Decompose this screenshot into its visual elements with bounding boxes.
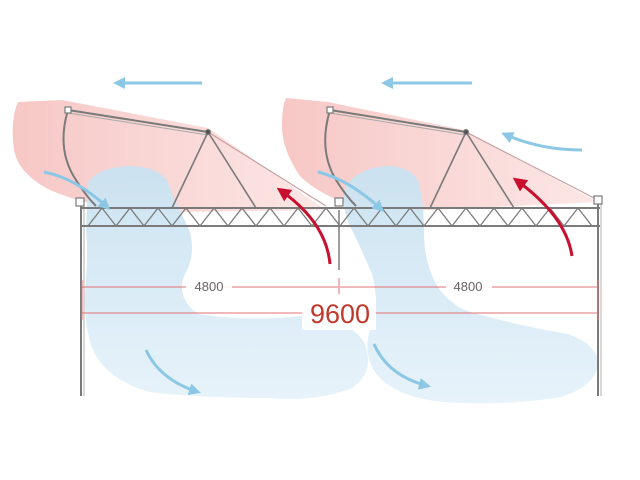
roof-strut-right-b bbox=[465, 131, 515, 209]
cool-air-zone-left bbox=[84, 166, 368, 399]
light-blue-arrow-icon bbox=[43, 170, 111, 211]
red-curved-arrow-icon bbox=[276, 187, 332, 265]
airflow-arrows-warm bbox=[276, 177, 574, 265]
dim-label-mask-right bbox=[446, 277, 492, 295]
roof-rafter-right-2 bbox=[329, 112, 467, 136]
light-blue-arrow-icon bbox=[501, 132, 583, 152]
dimension-label-bay-left: 4800 bbox=[195, 279, 224, 294]
light-blue-arrow-icon bbox=[144, 349, 201, 396]
joint-right-column bbox=[593, 195, 603, 205]
light-blue-arrow-icon bbox=[372, 343, 431, 390]
roof-strut-right-a bbox=[429, 131, 467, 209]
joint-center-column bbox=[334, 197, 344, 207]
truss-web bbox=[87, 206, 593, 228]
roof-strut-left-a bbox=[171, 131, 209, 209]
roof-slope-right bbox=[465, 131, 599, 201]
dim-label-mask-total bbox=[302, 296, 376, 330]
dimension-label-total: 9600 bbox=[310, 299, 370, 329]
joint-left-ridge bbox=[205, 129, 211, 135]
red-curved-arrow-icon bbox=[512, 177, 574, 257]
roof-rafter-left-2 bbox=[67, 112, 209, 136]
roof-slope-left bbox=[207, 131, 327, 207]
joint-right-top bbox=[326, 106, 334, 114]
joint-right-ridge bbox=[463, 129, 469, 135]
roof-rafter-right bbox=[329, 109, 467, 133]
roof-rafter-left bbox=[67, 109, 209, 133]
dimension-label-bay-right: 4800 bbox=[454, 279, 483, 294]
airflow-arrows-cool bbox=[43, 77, 583, 396]
roof-strut-left-b bbox=[207, 131, 257, 209]
joint-left-column bbox=[75, 197, 85, 207]
light-blue-arrow-icon bbox=[317, 170, 385, 213]
structure bbox=[62, 106, 603, 396]
roof-curve-right bbox=[324, 109, 357, 207]
joint-left-top bbox=[64, 106, 72, 114]
roof-curve-left bbox=[62, 109, 97, 207]
dim-label-mask-left bbox=[186, 277, 232, 295]
